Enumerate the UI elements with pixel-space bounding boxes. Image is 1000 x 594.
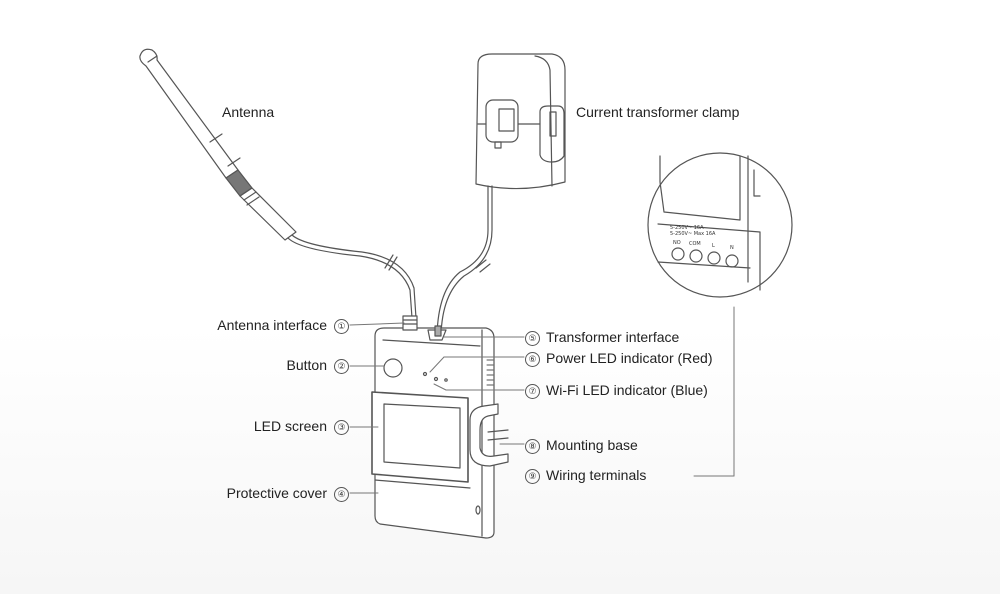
callout-number: ③ [334,420,349,435]
callout-number: ⑤ [525,331,540,346]
leader-lines [349,306,735,494]
callout-power-led: ⑥ Power LED indicator (Red) [525,350,713,367]
terminal-label-n: N [730,245,734,251]
terminal-label-l: L [712,243,715,249]
clamp-label: Current transformer clamp [576,104,740,120]
callout-number: ⑥ [525,352,540,367]
terminal-label-com: COM [689,241,701,247]
rating-text-1: 5-250V~ 16A [670,225,704,231]
callout-label: Wiring terminals [546,467,647,483]
callout-number: ⑧ [525,439,540,454]
callout-label: Transformer interface [546,329,680,345]
callout-wiring-terminals: ⑨ Wiring terminals [525,467,646,484]
callout-label: Button [286,357,327,373]
callout-label: Power LED indicator (Red) [546,350,713,366]
callout-number: ④ [334,487,349,502]
device-body [371,315,509,539]
callout-label: Mounting base [546,437,638,453]
callout-label: Wi-Fi LED indicator (Blue) [546,382,708,398]
rating-text-2: 5-250V~ Max 16A [670,231,716,237]
callout-number: ⑦ [525,384,540,399]
clamp-illustration [475,53,566,190]
callout-mounting-base: ⑧ Mounting base [525,437,638,454]
callout-number: ⑨ [525,469,540,484]
callout-transformer-interface: ⑤ Transformer interface [525,329,679,346]
clamp-cable [436,185,493,337]
callout-protective-cover: Protective cover ④ [227,485,349,502]
callout-button: Button ② [287,357,349,374]
terminal-label-no: NO [673,240,681,246]
callout-label: LED screen [253,418,327,434]
antenna-label: Antenna [222,104,275,120]
detail-magnifier: 5-250V~ 16A 5-250V~ Max 16A NO COM L N [647,152,793,298]
callout-antenna-interface: Antenna interface ① [217,317,349,334]
antenna-cable [287,234,417,319]
callout-number: ② [334,359,349,374]
callout-wifi-led: ⑦ Wi-Fi LED indicator (Blue) [525,382,708,399]
callout-label: Protective cover [226,485,327,501]
antenna-illustration [139,48,297,241]
callout-label: Antenna interface [217,317,327,333]
callout-number: ① [334,319,349,334]
callout-led-screen: LED screen ③ [254,418,349,435]
